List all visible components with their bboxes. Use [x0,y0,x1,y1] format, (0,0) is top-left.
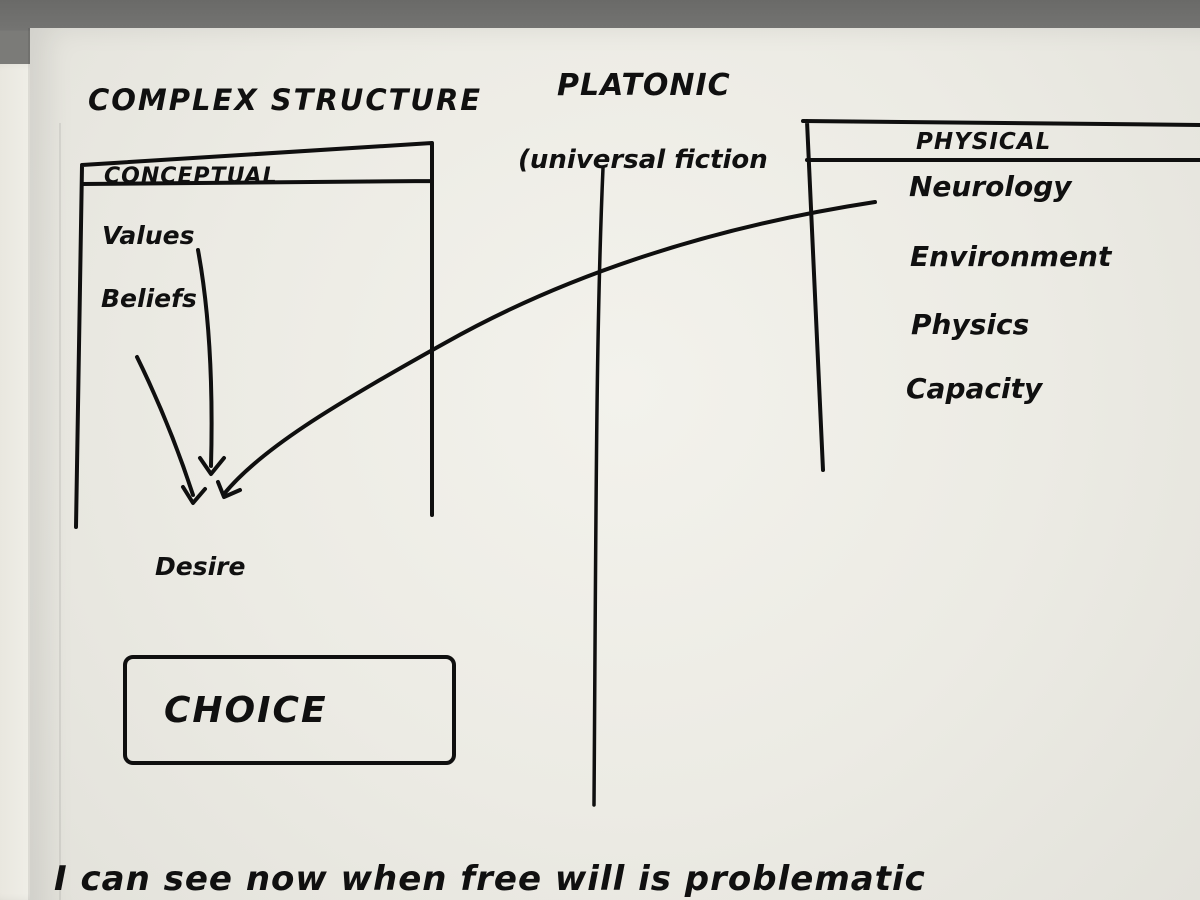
conceptual-box-title: CONCEPTUAL [104,164,278,189]
beliefs-arrow [135,355,195,497]
right-item-neurology: Neurology [909,170,1073,203]
right-item-capacity: Capacity [906,372,1044,405]
physical-box-title: PHYSICAL [916,129,1051,155]
bottom-sentence: I can see now when free will is problema… [54,859,926,899]
left-box-outline [74,141,434,529]
physical-to-desire-arrow [222,200,877,496]
notebook-page [30,28,1200,900]
desire-label: Desire [155,552,245,581]
platonic-heading: PLATONIC [557,68,731,103]
page-fold [59,123,61,900]
right-item-physics: Physics [911,308,1029,341]
beliefs-arrowhead [181,485,207,505]
values-arrow [196,248,214,468]
left-item-values: Values [102,221,194,250]
physical-box-outline [801,119,1200,472]
values-arrowhead [198,456,226,476]
physical-arrowhead [216,480,242,499]
complex-structure-heading: COMPLEX STRUCTURE [88,83,482,117]
choice-box [123,655,456,765]
center-divider-line [592,166,605,807]
universal-fiction-subheading: (universal fiction [518,145,768,175]
right-item-environment: Environment [910,240,1113,273]
choice-label: CHOICE [164,690,328,731]
left-item-beliefs: Beliefs [101,284,197,313]
